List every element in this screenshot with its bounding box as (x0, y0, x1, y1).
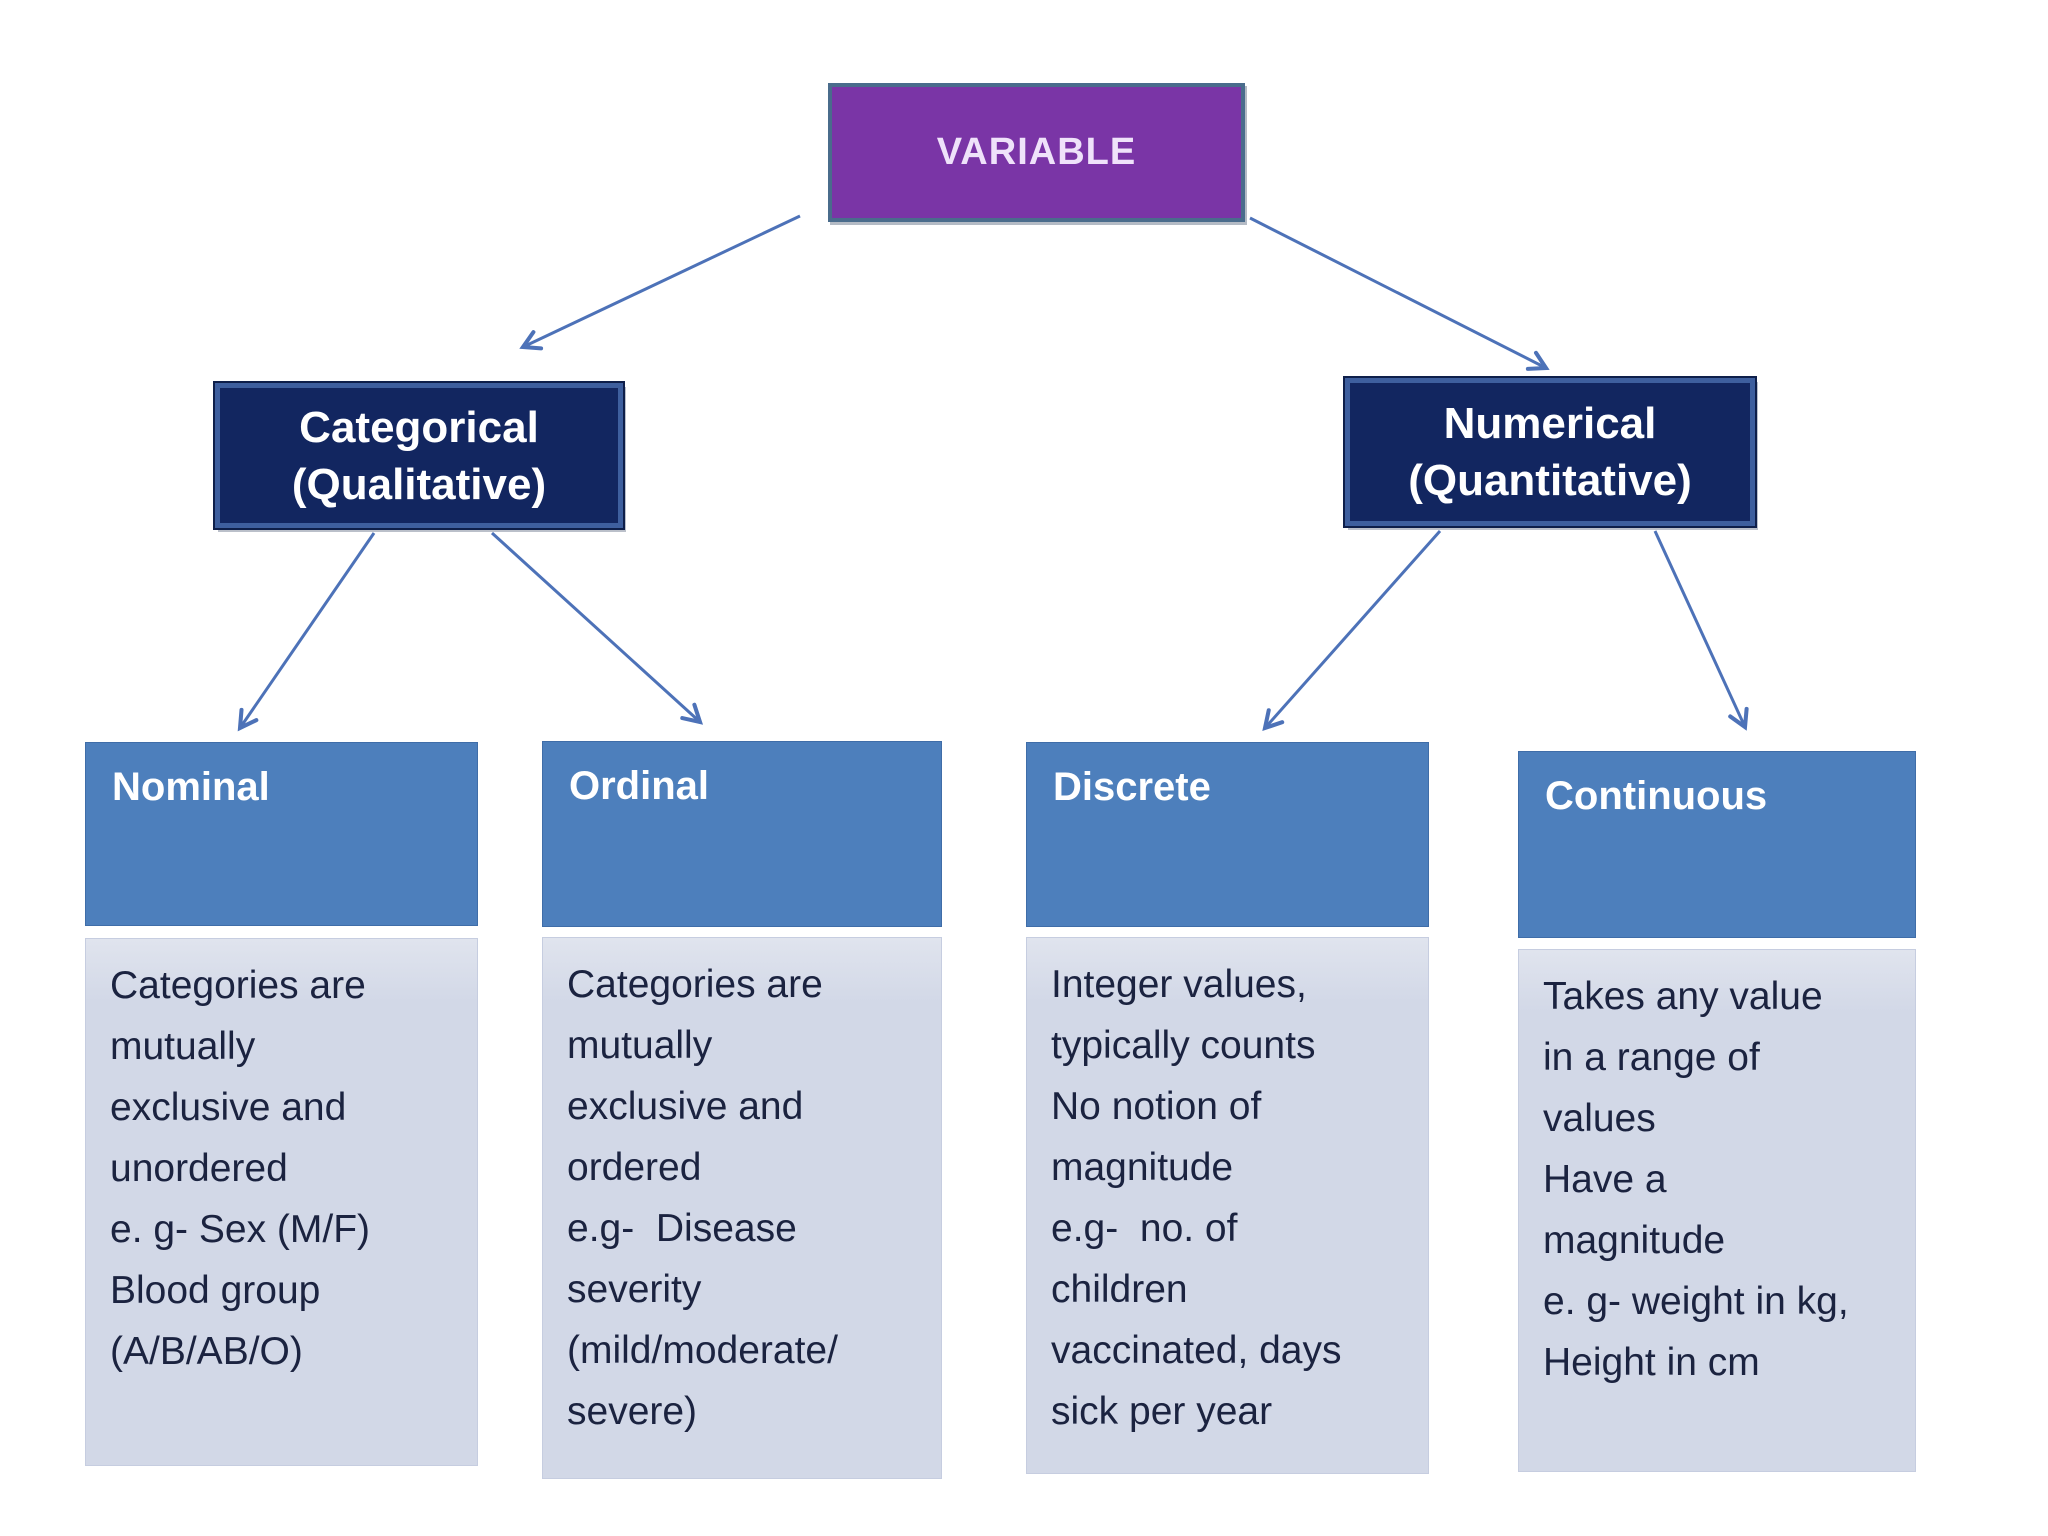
leaf-header-ordinal: Ordinal (542, 741, 942, 927)
leaf-title-continuous: Continuous (1545, 774, 1768, 818)
root-node-label: VARIABLE (936, 131, 1137, 173)
branch-label-numerical: Numerical (Quantitative) (1408, 399, 1692, 505)
leaf-header-continuous: Continuous (1518, 751, 1916, 938)
leaf-description-nominal: Categories are mutually exclusive and un… (110, 964, 371, 1373)
branch-node-numerical: Numerical (Quantitative) (1343, 376, 1757, 528)
leaf-description-ordinal: Categories are mutually exclusive and or… (567, 963, 838, 1433)
root-node-variable: VARIABLE (828, 83, 1245, 222)
leaf-header-nominal: Nominal (85, 742, 478, 926)
branch-label-categorical: Categorical (Qualitative) (291, 402, 547, 509)
arrow-numerical-to-continuous (1653, 530, 1749, 731)
leaf-body-continuous: Takes any value in a range of values Hav… (1518, 949, 1916, 1472)
leaf-title-discrete: Discrete (1053, 765, 1211, 809)
arrow-categorical-to-nominal (237, 532, 376, 732)
leaf-title-nominal: Nominal (112, 765, 270, 809)
arrow-categorical-to-ordinal (490, 531, 704, 725)
leaf-title-ordinal: Ordinal (569, 764, 710, 808)
leaf-body-discrete: Integer values, typically counts No noti… (1026, 937, 1429, 1474)
leaf-description-discrete: Integer values, typically counts No noti… (1051, 963, 1342, 1433)
arrow-variable-to-categorical (519, 214, 801, 351)
arrow-variable-to-numerical (1249, 216, 1550, 371)
leaf-header-discrete: Discrete (1026, 742, 1429, 927)
leaf-body-nominal: Categories are mutually exclusive and un… (85, 938, 478, 1466)
leaf-body-ordinal: Categories are mutually exclusive and or… (542, 937, 942, 1479)
branch-node-categorical: Categorical (Qualitative) (213, 381, 625, 530)
leaf-description-continuous: Takes any value in a range of values Hav… (1543, 975, 1849, 1384)
arrow-numerical-to-discrete (1262, 530, 1442, 732)
